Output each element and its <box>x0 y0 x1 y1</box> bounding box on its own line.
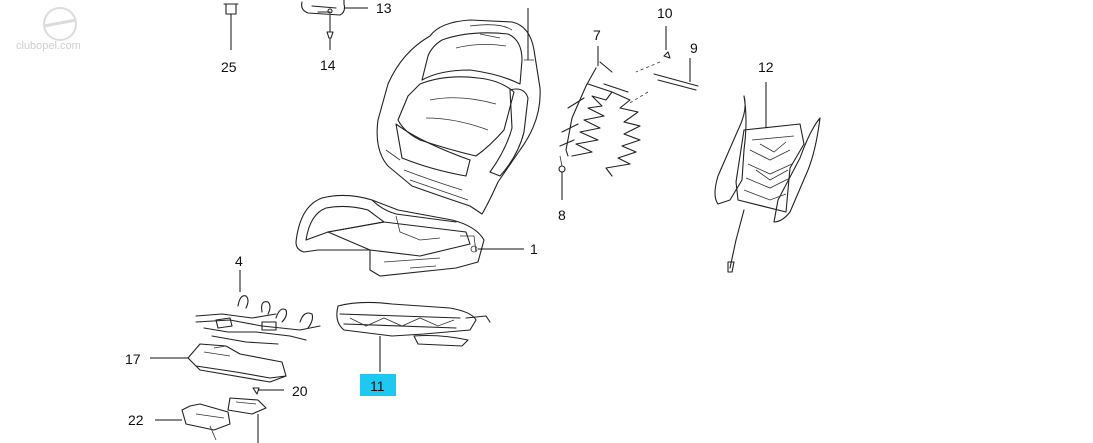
callout-11: 11 <box>370 378 385 394</box>
clip-part-25 <box>223 3 239 50</box>
watermark-text: clubopel.com <box>16 40 81 52</box>
highlight-box-11 <box>360 374 396 396</box>
cushion-heating-mat-part-11 <box>336 301 491 372</box>
callout-20: 20 <box>292 383 308 399</box>
callout-12: 12 <box>758 59 774 75</box>
callout-9: 9 <box>690 40 698 56</box>
watermark-logo: clubopel.com <box>16 7 81 52</box>
bracket-part-20 <box>227 387 284 443</box>
lumbar-spring-mat-7 <box>558 46 641 200</box>
callout-1: 1 <box>530 241 538 257</box>
cover-panel-part-17 <box>150 343 287 383</box>
callout-13: 13 <box>376 0 392 16</box>
bracket-part-22 <box>155 403 231 441</box>
bracket-part-13 <box>301 0 368 50</box>
callout-8: 8 <box>558 207 566 223</box>
callout-14: 14 <box>320 57 336 73</box>
callout-4: 4 <box>235 253 243 269</box>
seat-cushion-frame <box>295 194 524 277</box>
callout-25: 25 <box>221 59 237 75</box>
callout-7: 7 <box>593 27 601 43</box>
callout-17: 17 <box>125 351 141 367</box>
wire-harness-part-4 <box>195 270 321 345</box>
callout-22: 22 <box>128 412 144 428</box>
seat-back-cover <box>376 8 541 215</box>
rod-part-9 <box>627 26 699 105</box>
heating-pad-part-12 <box>714 82 821 273</box>
callout-10: 10 <box>657 5 673 21</box>
